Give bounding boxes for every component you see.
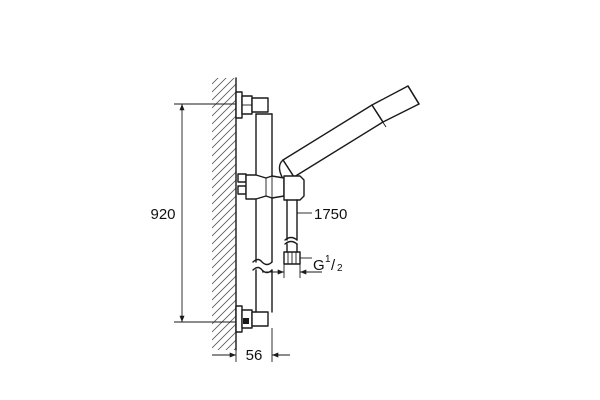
hatch-line	[225, 339, 236, 350]
hand-shower	[278, 85, 420, 183]
hose-length-label: 1750	[314, 206, 347, 223]
hatch-line	[217, 331, 236, 350]
hatch-line	[212, 163, 236, 189]
hatch-line	[212, 299, 236, 325]
hatch-line	[212, 219, 236, 245]
wall-offset-label: 56	[246, 347, 263, 364]
thread-slash: /	[331, 257, 336, 274]
hatch-line	[212, 187, 236, 213]
hatch-line	[212, 364, 236, 388]
hatch-line	[212, 259, 236, 285]
thread-denominator: 2	[337, 263, 343, 274]
hatch-line	[212, 123, 236, 149]
wall-hatching	[212, 78, 236, 396]
hatch-line	[212, 171, 236, 197]
hatch-line	[212, 356, 236, 380]
hatch-line	[212, 115, 236, 141]
thread-g-label: G	[313, 257, 325, 274]
hatch-line	[212, 275, 236, 301]
hatch-line	[212, 155, 236, 181]
thread-numerator: 1	[325, 254, 331, 265]
hatch-line	[212, 107, 236, 133]
hose-length-dimension: 1750	[297, 206, 347, 223]
hatch-line	[212, 267, 236, 293]
hatch-line	[212, 243, 236, 269]
thread-spec-dimension: G 1 / 2	[262, 254, 343, 278]
hatch-line	[233, 347, 236, 350]
wall-offset-dimension: 56	[212, 328, 290, 364]
hatch-line	[212, 78, 219, 85]
hatch-line	[212, 78, 227, 93]
hatch-line	[212, 251, 236, 277]
hatch-line	[212, 323, 236, 349]
hatch-line	[212, 147, 236, 173]
hatch-line	[212, 211, 236, 237]
hatch-line	[212, 227, 236, 253]
hatch-line	[212, 195, 236, 221]
hatch-line	[212, 372, 236, 396]
hatch-line	[212, 139, 236, 165]
rail-height-dimension: 920	[150, 103, 236, 323]
slider-holder	[237, 173, 305, 201]
shower-rail	[252, 113, 273, 313]
bottom-wall-bracket	[235, 305, 269, 333]
hatch-line	[212, 291, 236, 317]
hatch-line	[212, 179, 236, 205]
top-wall-bracket	[235, 91, 269, 119]
hatch-line	[212, 315, 236, 341]
hatch-line	[212, 307, 236, 333]
hatch-line	[212, 235, 236, 261]
hatch-line	[212, 78, 235, 101]
hatch-line	[212, 203, 236, 229]
hatch-line	[212, 283, 236, 309]
shower-hose	[283, 199, 301, 265]
rail-height-label: 920	[150, 206, 175, 223]
hatch-line	[212, 131, 236, 157]
